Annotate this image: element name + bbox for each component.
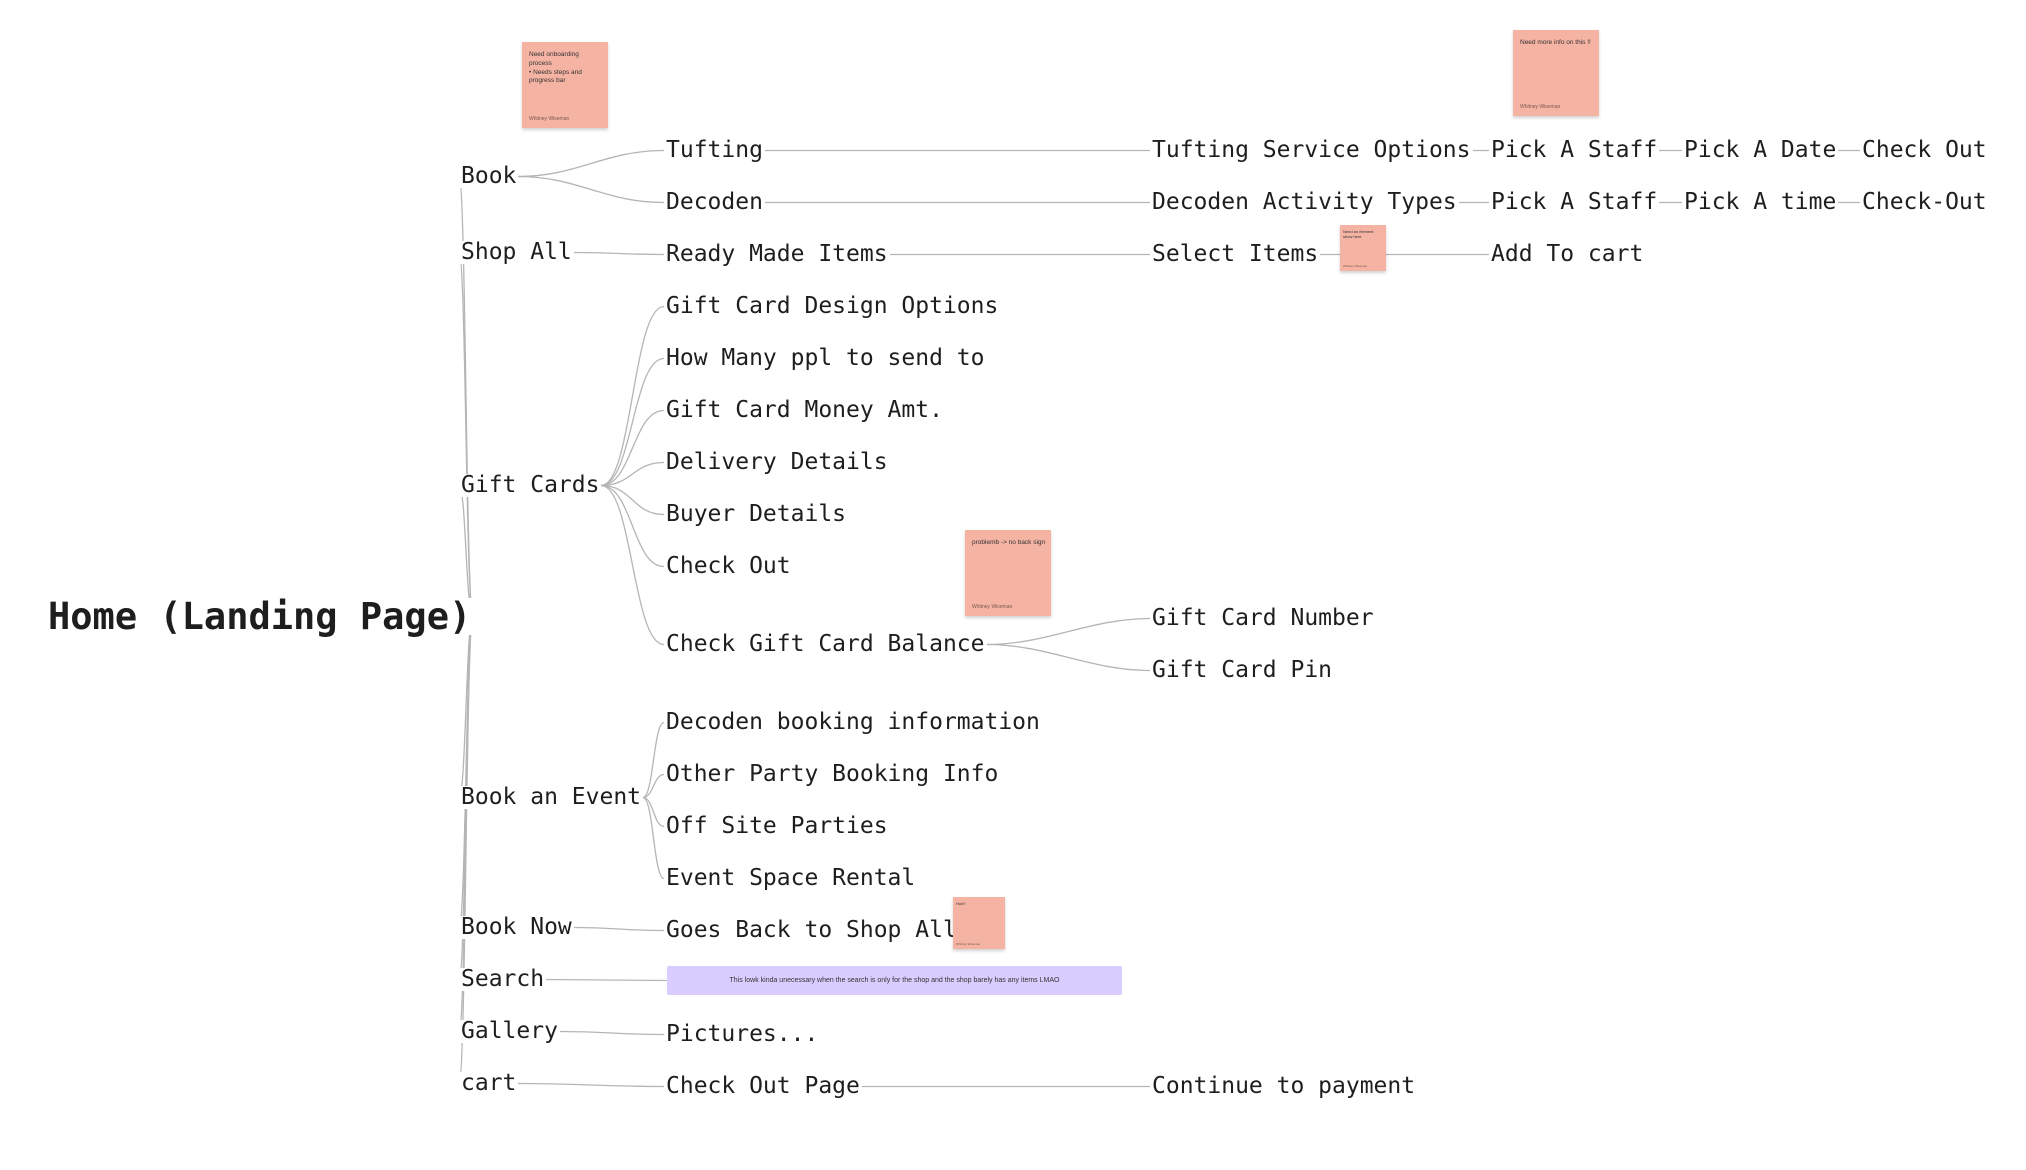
node-decoden[interactable]: Decoden: [664, 189, 765, 215]
node-off-site-parties[interactable]: Off Site Parties: [664, 813, 890, 839]
connector-branch-gift-cards-to-node-gift-card-design-options: [600, 305, 665, 487]
connector-branch-gift-cards-to-node-gift-card-money-amt: [600, 409, 665, 487]
connector-branch-book-an-event-to-node-off-site-parties: [642, 796, 665, 828]
node-tufting[interactable]: Tufting: [664, 137, 765, 163]
sticky-note-more-info[interactable]: Need more info on this !! Whitney Wisema…: [1513, 30, 1599, 116]
search-note-banner[interactable]: This lowk kinda unecessary when the sear…: [667, 966, 1122, 995]
node-gift-card-pin[interactable]: Gift Card Pin: [1150, 657, 1335, 683]
node-tufting-pick-a-date[interactable]: Pick A Date: [1682, 137, 1839, 163]
connector-branch-gift-cards-to-node-gift-check-out: [600, 484, 665, 568]
connector-branch-gift-cards-to-node-buyer-details: [600, 484, 665, 516]
connector-branch-shop-all-to-node-ready-made-items: [573, 251, 665, 256]
sticky-note-huh[interactable]: Huh!! Whitney Wiseman: [953, 897, 1005, 949]
node-other-party-booking-info[interactable]: Other Party Booking Info: [664, 761, 1001, 787]
node-event-space-rental[interactable]: Event Space Rental: [664, 865, 918, 891]
sticky-note-element[interactable]: Need an element show here Whitney Wisema…: [1340, 225, 1386, 271]
sticky-note-text: Need onboarding process • Needs steps an…: [529, 51, 582, 85]
node-goes-back-to-shop-all[interactable]: Goes Back to Shop All: [664, 917, 959, 943]
sticky-note-author: Whitney Wiseman: [1520, 104, 1561, 110]
connector-branch-gift-cards-to-node-check-gift-card-balance: [600, 484, 665, 646]
node-gift-card-design-options[interactable]: Gift Card Design Options: [664, 293, 1001, 319]
connector-branch-book-an-event-to-node-event-space-rental: [642, 796, 665, 880]
sticky-note-text: problemb -> no back sign: [972, 539, 1046, 546]
branch-shop-all[interactable]: Shop All: [459, 239, 574, 265]
connector-branch-cart-to-node-check-out-page: [517, 1082, 665, 1088]
branch-book[interactable]: Book: [459, 163, 519, 189]
node-check-gift-card-balance[interactable]: Check Gift Card Balance: [664, 631, 987, 657]
branch-book-now[interactable]: Book Now: [459, 914, 574, 940]
connector-branch-book-now-to-node-goes-back-to-shop-all: [573, 926, 665, 932]
connector-branch-gift-cards-to-node-delivery-details: [600, 461, 665, 487]
node-decoden-activity-types[interactable]: Decoden Activity Types: [1150, 189, 1459, 215]
connector-node-check-gift-card-balance-to-node-gift-card-number: [986, 617, 1151, 646]
node-decoden-check-out[interactable]: Check-Out: [1860, 189, 1989, 215]
connector-branch-book-an-event-to-node-other-party-booking-info: [642, 773, 665, 799]
connector-branch-gallery-to-node-pictures: [559, 1030, 665, 1036]
node-decoden-pick-a-time[interactable]: Pick A time: [1682, 189, 1839, 215]
sticky-note-onboarding[interactable]: Need onboarding process • Needs steps an…: [522, 42, 608, 128]
connector-root-node-home-to-branch-cart: [458, 615, 474, 1085]
connector-branch-search-to-search-note-banner: [545, 978, 668, 982]
node-ready-made-items[interactable]: Ready Made Items: [664, 241, 890, 267]
node-decoden-booking-info[interactable]: Decoden booking information: [664, 709, 1042, 735]
branch-gallery[interactable]: Gallery: [459, 1018, 560, 1044]
node-gift-card-number[interactable]: Gift Card Number: [1150, 605, 1376, 631]
connector-node-check-gift-card-balance-to-node-gift-card-pin: [986, 643, 1151, 672]
node-check-out-page[interactable]: Check Out Page: [664, 1073, 862, 1099]
node-select-items[interactable]: Select Items: [1150, 241, 1321, 267]
node-tufting-service-options[interactable]: Tufting Service Options: [1150, 137, 1473, 163]
sticky-note-text: Need more info on this !!: [1520, 39, 1591, 46]
node-gift-card-money-amt[interactable]: Gift Card Money Amt.: [664, 397, 945, 423]
sticky-note-author: Whitney Wiseman: [1343, 264, 1368, 268]
sticky-note-text: Need an element show here: [1343, 229, 1374, 240]
node-pictures[interactable]: Pictures...: [664, 1021, 821, 1047]
sticky-note-author: Whitney Wiseman: [972, 604, 1013, 610]
node-add-to-cart[interactable]: Add To cart: [1489, 241, 1646, 267]
sticky-note-text: Huh!!: [956, 901, 966, 906]
node-continue-to-payment[interactable]: Continue to payment: [1150, 1073, 1418, 1099]
sticky-note-author: Whitney Wiseman: [956, 942, 981, 946]
node-delivery-details[interactable]: Delivery Details: [664, 449, 890, 475]
connector-branch-gift-cards-to-node-how-many-ppl: [600, 357, 665, 487]
branch-book-an-event[interactable]: Book an Event: [459, 784, 644, 810]
node-tufting-check-out[interactable]: Check Out: [1860, 137, 1989, 163]
node-buyer-details[interactable]: Buyer Details: [664, 501, 849, 527]
connector-branch-book-to-node-decoden: [517, 175, 665, 204]
connector-branch-book-to-node-tufting: [517, 149, 665, 178]
branch-search[interactable]: Search: [459, 966, 547, 992]
node-how-many-ppl[interactable]: How Many ppl to send to: [664, 345, 987, 371]
sticky-note-no-back-sign[interactable]: problemb -> no back sign Whitney Wiseman: [965, 530, 1051, 616]
node-decoden-pick-a-staff[interactable]: Pick A Staff: [1489, 189, 1660, 215]
branch-gift-cards[interactable]: Gift Cards: [459, 472, 602, 498]
connector-branch-book-an-event-to-node-decoden-booking-info: [642, 721, 665, 799]
sticky-note-author: Whitney Wiseman: [529, 116, 570, 122]
branch-cart[interactable]: cart: [459, 1070, 519, 1096]
node-gift-check-out[interactable]: Check Out: [664, 553, 793, 579]
root-node-home[interactable]: Home (Landing Page): [46, 595, 474, 638]
node-tufting-pick-a-staff[interactable]: Pick A Staff: [1489, 137, 1660, 163]
